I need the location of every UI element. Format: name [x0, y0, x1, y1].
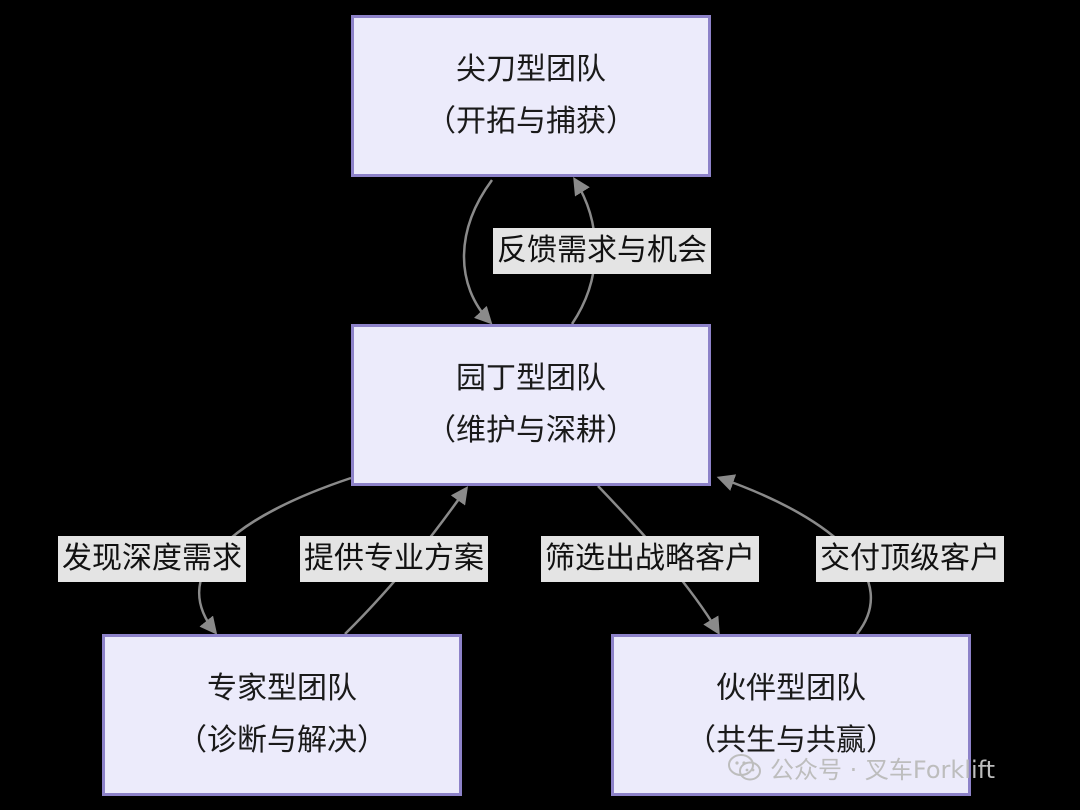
node-subtitle: （开拓与捕获） — [426, 104, 636, 139]
wechat-icon — [728, 753, 761, 780]
node-title: 园丁型团队 — [456, 361, 606, 396]
watermark: 公众号 · 叉车Forklift — [728, 750, 995, 785]
edge-label-feedback: 反馈需求与机会 — [493, 228, 711, 274]
node-spearhead-team: 尖刀型团队 （开拓与捕获） — [351, 15, 711, 177]
node-subtitle: （诊断与解决） — [177, 723, 387, 758]
node-title: 尖刀型团队 — [456, 52, 606, 87]
node-title: 专家型团队 — [207, 671, 357, 706]
edge-label-discover: 发现深度需求 — [58, 536, 246, 582]
node-expert-team: 专家型团队 （诊断与解决） — [102, 634, 462, 796]
node-gardener-team: 园丁型团队 （维护与深耕） — [351, 324, 711, 486]
edge-top-to-mid — [462, 179, 494, 325]
edge-label-deliver: 交付顶级客户 — [816, 536, 1004, 582]
node-subtitle: （共生与共赢） — [686, 723, 896, 758]
edge-label-provide: 提供专业方案 — [300, 536, 488, 582]
watermark-text: 公众号 · 叉车Forklift — [770, 756, 996, 784]
edge-label-filter: 筛选出战略客户 — [541, 536, 759, 582]
node-partner-team: 伙伴型团队 （共生与共赢） — [611, 634, 971, 796]
node-title: 伙伴型团队 — [716, 671, 866, 706]
node-subtitle: （维护与深耕） — [426, 413, 636, 448]
